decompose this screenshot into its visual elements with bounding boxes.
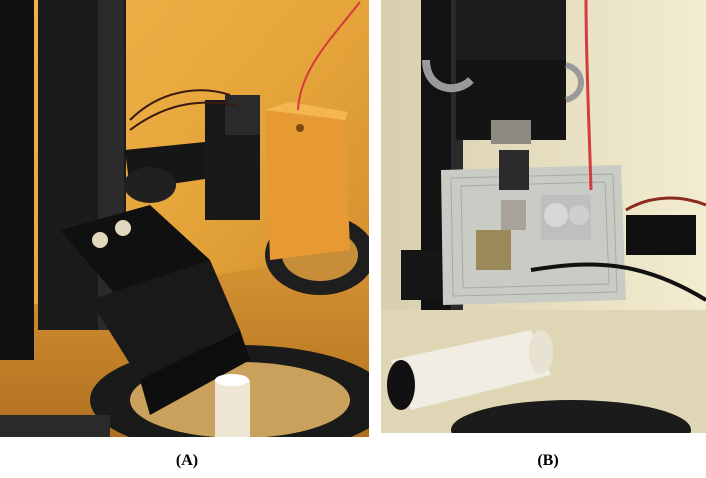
knob-1 [92,232,108,248]
photo-panel-a [0,0,369,437]
side-actuator [626,215,696,255]
cable-chain [0,0,34,360]
photo-panel-b [381,0,706,433]
sample-cell [476,230,511,270]
red-cable [297,1,361,111]
caption-b: (B) [537,452,559,469]
white-roller [391,330,551,410]
photo-a-illustration [0,0,369,437]
photo-b-illustration [381,0,706,433]
black-cable [530,262,706,302]
caption-a: (A) [175,452,199,469]
white-cylinder [215,380,250,437]
orange-block [265,110,350,260]
red-cable [584,0,593,191]
knob-2 [115,220,131,236]
top-motor [456,0,566,60]
probe-holder [499,150,529,190]
